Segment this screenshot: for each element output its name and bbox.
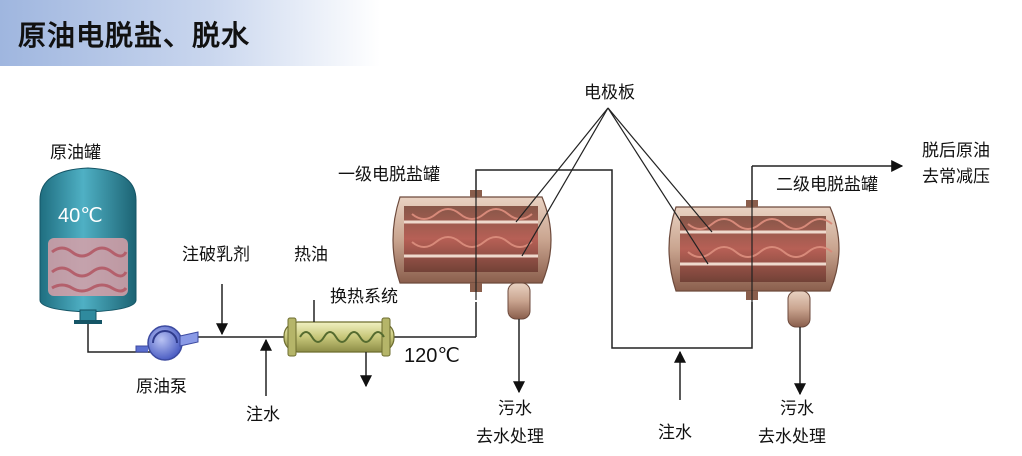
- page-title: 原油电脱盐、脱水: [18, 19, 251, 52]
- stage1-label: 一级电脱盐罐: [338, 165, 440, 185]
- stage2-desalter: [668, 200, 840, 328]
- desalted-oil-label-line2: 去常减压: [922, 167, 990, 187]
- wastewater-label-2-line2: 去水处理: [758, 427, 826, 447]
- crude-oil-pump: [135, 325, 199, 361]
- water-injection-label-2: 注水: [658, 423, 692, 443]
- crude-tank-label: 原油罐: [50, 143, 101, 163]
- tank-temp-label: 40℃: [58, 205, 103, 227]
- wastewater-label-1-line1: 污水: [498, 399, 532, 419]
- interstage-piping: [475, 169, 753, 349]
- pump-label: 原油泵: [136, 377, 187, 397]
- wastewater-label-2-line1: 污水: [780, 399, 814, 419]
- hot-oil-label: 热油: [294, 245, 328, 265]
- wastewater-label-1-line2: 去水处理: [476, 427, 544, 447]
- stage1-desalter: [392, 190, 552, 320]
- heat-exchanger: [283, 300, 395, 388]
- crude-oil-tank: [39, 167, 137, 324]
- stage2-label: 二级电脱盐罐: [776, 175, 878, 195]
- title-bar: 原油电脱盐、脱水: [0, 0, 380, 66]
- desalted-oil-label-line1: 脱后原油: [922, 141, 990, 161]
- demulsifier-label: 注破乳剂: [182, 245, 250, 265]
- exchange-temp-label: 120℃: [404, 345, 460, 367]
- electrode-plate-label: 电极板: [584, 83, 635, 103]
- electrode-plate-leaders: [515, 107, 713, 265]
- heat-exchange-label: 换热系统: [330, 287, 398, 307]
- water-injection-label-1: 注水: [246, 405, 280, 425]
